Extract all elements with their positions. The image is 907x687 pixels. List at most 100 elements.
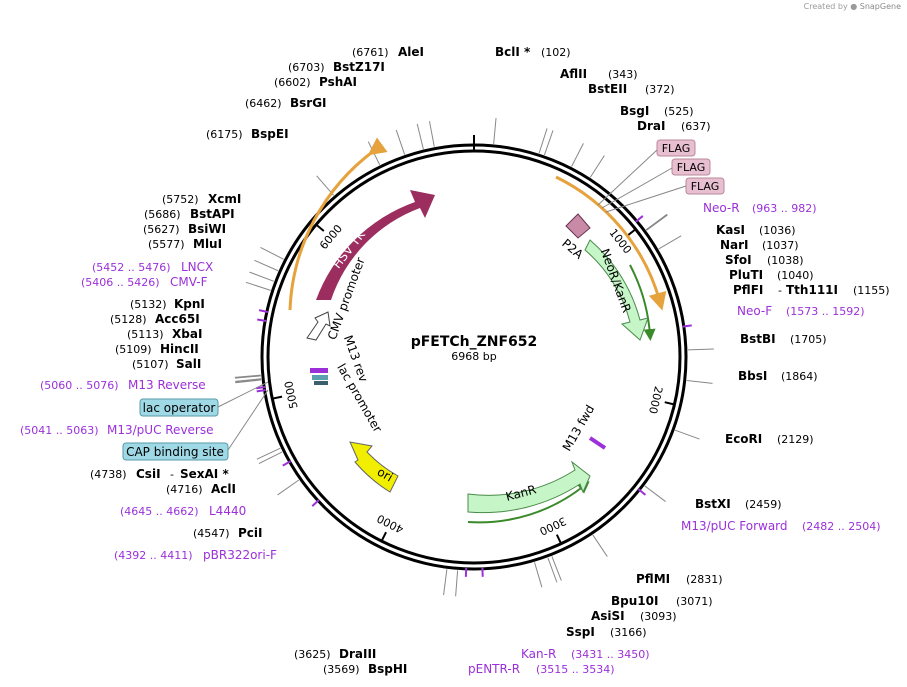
lac-operator-leader [217,381,269,408]
svg-text:M13/pUC Reverse: M13/pUC Reverse [107,423,214,437]
svg-text:KasI: KasI [716,223,745,237]
enzyme-site-line [493,117,497,144]
svg-text:(102): (102) [541,46,571,59]
svg-text:lac operator: lac operator [143,401,216,415]
svg-text:-: - [778,284,782,297]
svg-text:PshAI: PshAI [319,75,357,89]
enzyme-site-line [249,271,275,282]
tick-label: 2000 [646,385,665,415]
svg-text:FLAG: FLAG [662,142,691,155]
svg-text:(5406 .. 5426): (5406 .. 5426) [81,276,160,289]
primer-site-mark [682,324,692,328]
enzyme-site-line [234,375,261,379]
enzyme-site-line [547,557,558,583]
svg-text:BclI *: BclI * [495,45,531,59]
tick-mark [664,401,675,406]
svg-text:BstXI: BstXI [695,497,731,511]
svg-text:(6175): (6175) [206,128,243,141]
svg-text:BsiWI: BsiWI [188,222,226,236]
svg-text:L4440: L4440 [209,504,246,518]
enzyme-site-line [592,534,608,557]
enzyme-pflmi: PflMI(2831) [636,572,723,586]
enzyme-site-line [687,348,714,351]
cap-binding-leader [227,389,269,451]
svg-text:BstEII: BstEII [588,82,627,96]
svg-text:Kan-R: Kan-R [521,647,556,661]
enzyme-bsgi: BsgI(525) [620,104,694,118]
flag-leader-1 [597,149,658,206]
svg-text:(3071): (3071) [676,595,713,608]
tick-mark [272,395,283,400]
enzyme-asisi: AsiSI(3093) [591,609,677,623]
enzyme-bcli: BclI * (102) [495,45,571,59]
primer-neo-r: Neo-R(963 .. 982) [703,201,817,215]
svg-text:(5041 .. 5063): (5041 .. 5063) [20,424,99,437]
enzyme-kpni: (5132)KpnI [130,297,205,311]
svg-text:(3625): (3625) [294,648,331,661]
svg-text:(5132): (5132) [130,298,167,311]
enzyme-bstxi: BstXI (2459) [695,497,782,511]
flag-leader-2 [601,167,673,209]
snapgene-logo-icon: ● [850,2,858,11]
svg-text:(3569): (3569) [323,663,360,676]
enzyme-drai: DraI(637) [637,119,711,133]
svg-text:SexAI *: SexAI * [180,467,229,481]
svg-text:SspI: SspI [566,625,595,639]
svg-text:BstBI: BstBI [740,332,776,346]
svg-text:(2459): (2459) [745,498,782,511]
svg-text:PluTI: PluTI [729,268,763,282]
svg-text:AclI: AclI [211,482,236,496]
neor-kanr-arrow [584,239,649,341]
enzyme-site-line [543,130,554,156]
enzyme-bsrgi: (6462)BsrGI [245,96,327,110]
svg-text:LNCX: LNCX [181,260,213,274]
orf-arc-right [555,175,667,311]
svg-text:M13/pUC Forward: M13/pUC Forward [681,519,788,533]
svg-text:(343): (343) [608,68,638,81]
enzyme-bstz17i: (6703)BstZ17I [288,60,385,74]
svg-text:BstAPI: BstAPI [190,207,235,221]
ori-label: ori [375,465,396,485]
enzyme-label-list: BclI *(102) AflII(343) BstEII(372) BsgI(… [90,45,890,676]
enzyme-site-line [658,235,682,250]
svg-text:BstZ17I: BstZ17I [333,60,385,74]
enzyme-bspei: (6175) BspEI [206,127,289,141]
primer-site-mark [637,488,647,496]
primer-l4440: (4645 .. 4662)L4440 [120,504,246,518]
enzyme-site-line [235,379,262,383]
flag-box-2: FLAG [671,158,711,176]
primer-site-mark [311,499,320,507]
svg-text:pBR322ori-F: pBR322ori-F [203,548,277,562]
svg-text:Neo-R: Neo-R [703,201,740,215]
svg-text:DraIII: DraIII [339,647,376,661]
m13-fwd-feature [588,436,607,450]
tick-label: 5000 [282,380,300,410]
orf-arc-right-inner [629,264,656,341]
enzyme-site-line [455,570,459,597]
enzyme-pflfi: PflFI-Tth111I(1155) [733,283,890,297]
enzyme-bbsi: BbsI (1864) [738,369,818,383]
enzyme-site-line [245,281,271,291]
svg-text:(3093): (3093) [640,610,677,623]
primer-site-mark [257,318,267,323]
enzyme-bpu10i: Bpu10I(3071) [611,594,713,608]
svg-text:CsiI: CsiI [136,467,161,481]
enzyme-xbai: (5113)XbaI [127,327,202,341]
svg-text:FLAG: FLAG [691,180,720,193]
enzyme-site-line [443,569,448,596]
enzyme-site-line [395,129,406,155]
svg-text:AleI: AleI [398,45,424,59]
svg-text:(1864): (1864) [781,370,818,383]
svg-text:BspEI: BspEI [251,127,289,141]
kanr-arrow [467,460,591,514]
svg-text:CAP binding site: CAP binding site [126,445,224,459]
svg-text:(1573 .. 1592): (1573 .. 1592) [786,305,865,318]
primer-pentr-r: pENTR-R(3515 .. 3534) [468,662,615,676]
svg-text:MluI: MluI [193,237,222,251]
svg-text:(1040): (1040) [777,269,814,282]
primer-label-list: Neo-R(963 .. 982) Neo-F(1573 .. 1592) M1… [20,201,881,676]
svg-text:(3515 .. 3534): (3515 .. 3534) [536,663,615,676]
svg-text:(372): (372) [645,83,675,96]
svg-text:BbsI: BbsI [738,369,767,383]
svg-text:Tth111I: Tth111I [786,283,838,297]
